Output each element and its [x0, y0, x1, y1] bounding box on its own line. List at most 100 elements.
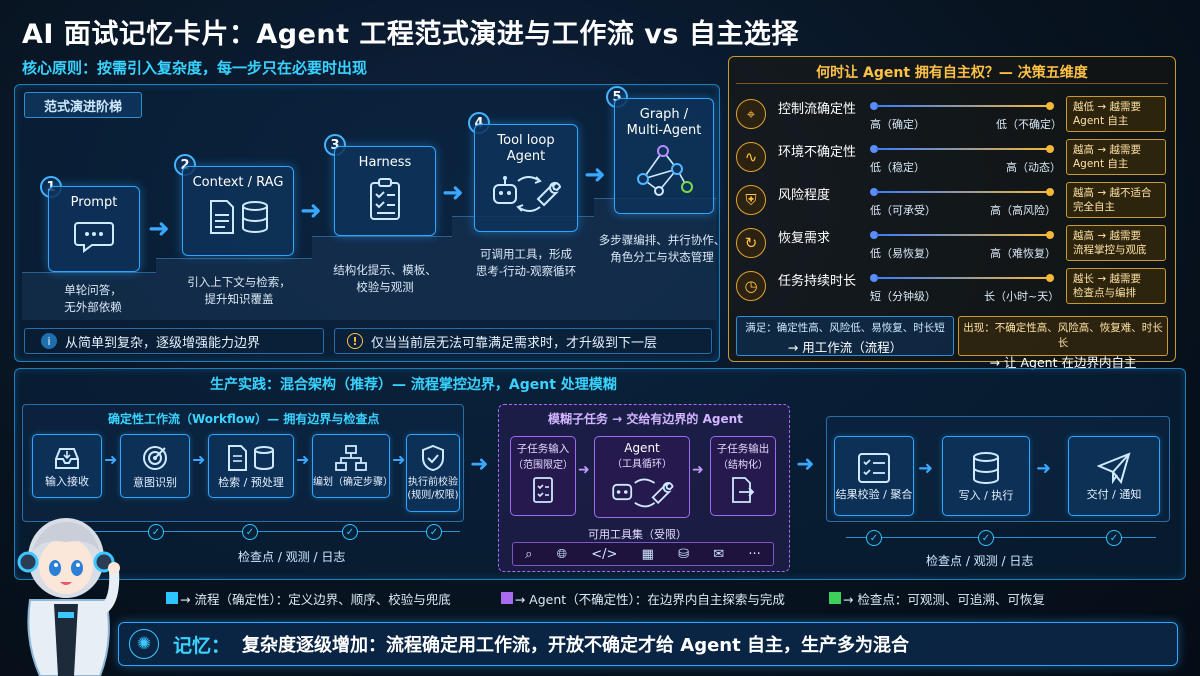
- agent-subtask-input[interactable]: 子任务输入 （范围限定）: [510, 436, 576, 516]
- calculator-icon[interactable]: ▦: [641, 546, 654, 562]
- agent-out-line1: 子任务输出: [716, 443, 770, 455]
- info-icon: i: [41, 333, 57, 349]
- decision-row-low: 低（易恢复）: [870, 247, 936, 260]
- decision-row-label: 环境不确定性: [778, 145, 857, 160]
- slider-track: [876, 234, 1048, 236]
- wf-step-input[interactable]: 输入接收: [32, 434, 102, 498]
- step-5-title: Graph / Multi-Agent: [627, 107, 702, 139]
- step-2-title: Context / RAG: [192, 175, 284, 190]
- decision-row-badge-line1: 越高 → 越需要: [1073, 230, 1141, 242]
- wf-step-plan-label: 编划（确定步骤）: [313, 476, 393, 488]
- checkpoint-icon: ✓: [978, 530, 994, 546]
- tail-step-write-label: 写入 / 执行: [958, 488, 1014, 502]
- database-icon[interactable]: ⛁: [678, 546, 690, 562]
- decision-rows: ⌖ 控制流确定性 高（确定） 低（不确定） 越低 → 越需要 Agent 自主 …: [736, 92, 1172, 307]
- checkpoint-label-left: 检查点 / 观测 / 日志: [238, 550, 346, 564]
- mail-icon[interactable]: ✉: [713, 546, 725, 562]
- decision-row-badge-line2: Agent 自主: [1073, 158, 1129, 170]
- tail-step-write[interactable]: 写入 / 执行: [942, 436, 1030, 516]
- legend-flow-swatch: [166, 592, 178, 604]
- legend-flow-text: → 流程（确定性）：定义边界、顺序、校验与兜底: [180, 591, 451, 607]
- step-4-desc-line1: 可调用工具，形成: [480, 247, 572, 261]
- legend-agent-text: → Agent（不确定性）：在边界内自主探索与完成: [514, 591, 785, 607]
- ladder-note-left-text: 从简单到复杂，逐级增强能力边界: [65, 335, 261, 351]
- slider-low-dot: [870, 274, 878, 282]
- wf-step-retrieve[interactable]: 检索 / 预处理: [208, 434, 294, 498]
- checklist-icon: [858, 452, 890, 483]
- legend-agent-swatch: [500, 592, 513, 604]
- globe-icon[interactable]: 🌐︎: [556, 546, 568, 562]
- refresh-cycle-icon: ↻: [736, 227, 766, 258]
- search-icon[interactable]: ⌕: [525, 546, 533, 562]
- decision-row-badge-line1: 越高 → 越需要: [1073, 144, 1141, 156]
- decision-left-cond: 满足：确定性高、风险低、易恢复、时长短: [745, 322, 945, 334]
- decision-row-label: 风险程度: [778, 188, 831, 203]
- stair-3: [312, 236, 452, 320]
- slider-high-dot: [1046, 145, 1054, 153]
- agent-subtask-output[interactable]: 子任务输出 （结构化）: [710, 436, 776, 516]
- checkpoint-icon: ✓: [426, 524, 442, 540]
- chat-bubble-icon: [74, 222, 114, 253]
- wf-step-retrieve-label: 检索 / 预处理: [218, 475, 284, 489]
- step-2-desc-line2: 提升知识覆盖: [204, 292, 274, 306]
- step-1-desc-line1: 单轮问答，: [64, 283, 122, 297]
- slider-high-dot: [1046, 102, 1054, 110]
- wf-step-plan[interactable]: 编划（确定步骤）: [312, 434, 393, 498]
- decision-row-badge: 越长 → 越需要 检查点与编排: [1066, 268, 1166, 304]
- step-4-tool-loop-agent[interactable]: Tool loop Agent: [474, 124, 578, 232]
- slider-track: [876, 148, 1048, 150]
- warning-icon: !: [347, 333, 363, 349]
- step-4-desc: 可调用工具，形成 思考-行动-观察循环: [456, 246, 596, 280]
- tail-step-deliver[interactable]: 交付 / 通知: [1068, 436, 1160, 516]
- step-5-desc-line1: 多步骤编排、并行协作、: [598, 233, 726, 247]
- decision-row-recovery: ↻ 恢复需求 低（易恢复） 高（难恢复） 越高 → 越需要 流程掌控与观底: [736, 221, 1172, 264]
- agent-in-line1: 子任务输入: [516, 443, 570, 455]
- ladder-arrow-3: ➜: [442, 178, 464, 208]
- more-icon[interactable]: ···: [748, 546, 761, 562]
- checkpoint-icon: ✓: [1106, 530, 1122, 546]
- decision-row-low: 低（可承受）: [870, 204, 936, 217]
- decision-row-high: 高（高风险）: [990, 204, 1056, 217]
- wf-step-precheck-line1: 执行前校验: [407, 477, 458, 488]
- stair-2: [156, 258, 312, 320]
- tail-step-verify[interactable]: 结果校验 / 聚合: [834, 436, 914, 516]
- mascot-girl-illustration: [17, 518, 120, 676]
- stair-5: [594, 198, 716, 320]
- tools-bar: ⌕ 🌐︎ </> ▦ ⛁ ✉ ···: [512, 542, 774, 566]
- wf-step-intent[interactable]: 意图识别: [120, 434, 190, 498]
- step-5-desc: 多步骤编排、并行协作、 角色分工与状态管理: [598, 232, 726, 266]
- step-5-graph-multi-agent[interactable]: Graph / Multi-Agent: [614, 98, 714, 214]
- step-3-harness[interactable]: Harness: [334, 146, 436, 236]
- step-1-prompt[interactable]: Prompt: [48, 186, 140, 272]
- shield-warning-icon: ⛨: [736, 184, 766, 215]
- ladder-arrow-4: ➜: [584, 160, 606, 190]
- step-1-desc-line2: 无外部依赖: [64, 300, 122, 314]
- slider-low-dot: [870, 231, 878, 239]
- wf-arrow-4: ➜: [392, 450, 406, 469]
- step-4-title: Tool loop Agent: [497, 133, 554, 165]
- slider-high-dot: [1046, 231, 1054, 239]
- document-database-icon: [210, 200, 268, 234]
- step-2-context-rag[interactable]: Context / RAG: [182, 166, 294, 256]
- step-4-title-line2: Agent: [506, 149, 546, 164]
- decision-title: 何时让 Agent 拥有自主权？— 决策五维度: [816, 64, 1088, 81]
- document-export-icon: [732, 477, 755, 503]
- code-icon[interactable]: </>: [591, 546, 618, 562]
- document-database-icon: [228, 444, 274, 471]
- mascot-avatar: [2, 500, 130, 676]
- decision-row-high: 高（难恢复）: [990, 247, 1056, 260]
- decision-right-cond: 出现：不确定性高、风险高、恢复难、时长长: [963, 322, 1163, 349]
- wf-step-precheck[interactable]: 执行前校验 (规则/权限): [406, 434, 460, 512]
- decision-row-label: 恢复需求: [778, 231, 831, 246]
- agent-core[interactable]: Agent （工具循环）: [594, 436, 690, 518]
- decision-row-badge-line1: 越高 → 越不适合: [1073, 187, 1152, 199]
- ladder-note-right-text: 仅当当前层无法可靠满足需求时，才升级到下一层: [371, 335, 658, 351]
- step-4-desc-line2: 思考-行动-观察循环: [475, 264, 577, 278]
- agent-out-line2: （结构化）: [718, 460, 768, 471]
- wf-step-precheck-line2: (规则/权限): [407, 490, 459, 501]
- step-3-desc: 结构化提示、模板、 校验与观测: [318, 262, 452, 296]
- tail-step-verify-label: 结果校验 / 聚合: [835, 487, 913, 501]
- slider-high-dot: [1046, 274, 1054, 282]
- inbox-tray-icon: [55, 447, 79, 469]
- decision-row-control-flow: ⌖ 控制流确定性 高（确定） 低（不确定） 越低 → 越需要 Agent 自主: [736, 92, 1172, 135]
